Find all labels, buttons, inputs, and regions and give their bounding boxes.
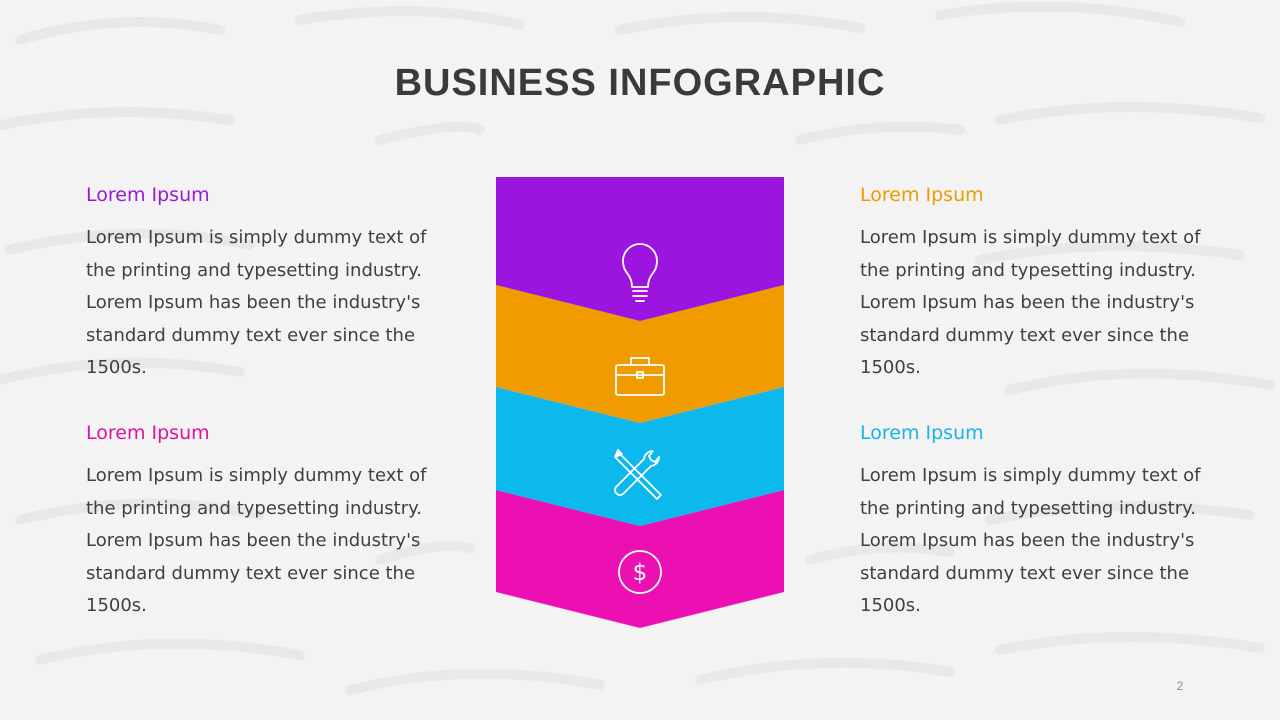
chevron-segment-3 (496, 387, 784, 526)
chevron-infographic: $ (496, 177, 784, 628)
block-body: Lorem Ipsum is simply dummy text of the … (860, 465, 1201, 617)
tools-icon (614, 449, 662, 500)
page-number: 2 (1176, 679, 1184, 693)
slide-title: BUSINESS INFOGRAPHIC (394, 62, 886, 104)
chevron-segment-1 (496, 177, 784, 321)
block-heading: Lorem Ipsum (860, 184, 984, 206)
text-block-bottom-right: Lorem Ipsum Lorem Ipsum is simply dummy … (860, 420, 1220, 623)
block-heading: Lorem Ipsum (86, 184, 210, 206)
text-block-top-right: Lorem Ipsum Lorem Ipsum is simply dummy … (860, 182, 1220, 385)
briefcase-icon (615, 357, 665, 396)
text-block-bottom-left: Lorem Ipsum Lorem Ipsum is simply dummy … (86, 420, 446, 623)
block-body: Lorem Ipsum is simply dummy text of the … (86, 465, 427, 617)
dollar-icon: $ (618, 550, 662, 594)
svg-text:$: $ (633, 560, 648, 586)
text-block-top-left: Lorem Ipsum Lorem Ipsum is simply dummy … (86, 182, 446, 385)
block-heading: Lorem Ipsum (86, 422, 210, 444)
block-body: Lorem Ipsum is simply dummy text of the … (86, 227, 427, 379)
chevron-segment-2 (496, 285, 784, 423)
lightbulb-icon (622, 243, 658, 302)
block-body: Lorem Ipsum is simply dummy text of the … (860, 227, 1201, 379)
chevron-segment-4 (496, 490, 784, 628)
block-heading: Lorem Ipsum (860, 422, 984, 444)
